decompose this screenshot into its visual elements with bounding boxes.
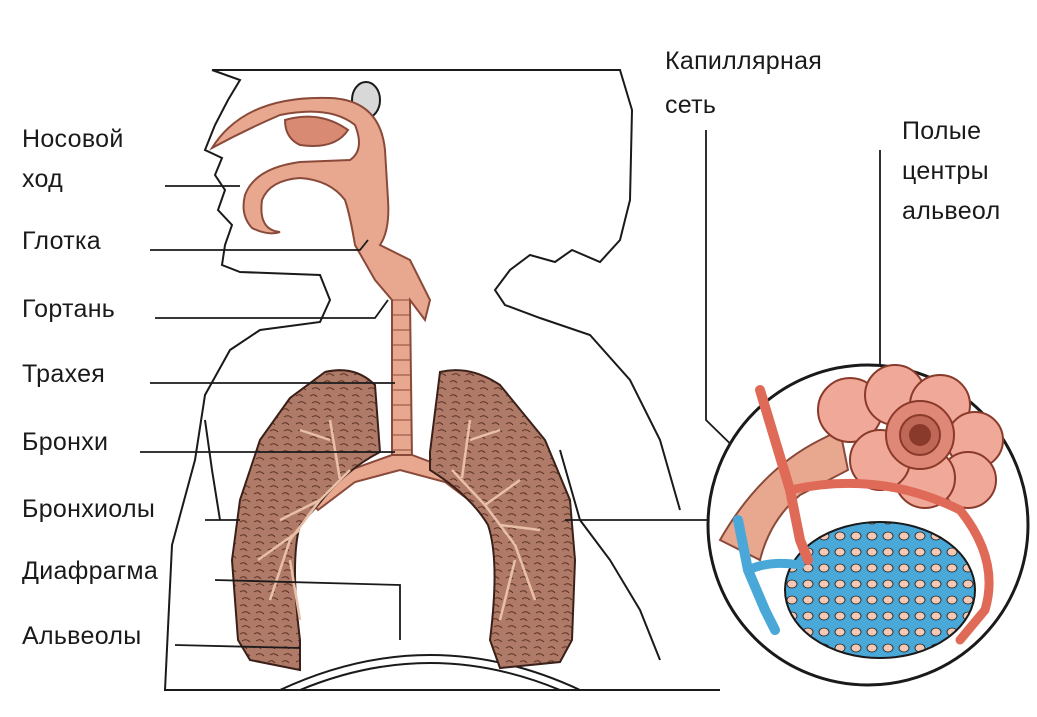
right-lung — [430, 370, 575, 668]
label-capillary-line2: сеть — [665, 90, 716, 120]
label-nasal-passage-line2: ход — [22, 164, 63, 194]
label-bronchi: Бронхи — [22, 427, 108, 457]
label-diaphragm: Диафрагма — [22, 556, 158, 586]
label-pharynx: Глотка — [22, 226, 101, 256]
label-trachea: Трахея — [22, 359, 105, 389]
label-hollow-centers-line3: альвеол — [902, 196, 1000, 226]
label-capillary-line1: Капиллярная — [665, 46, 822, 76]
alveoli-magnified — [708, 365, 1028, 685]
label-alveoli: Альвеолы — [22, 621, 142, 651]
label-nasal-passage-line1: Носовой — [22, 124, 124, 154]
label-bronchioles: Бронхиолы — [22, 494, 155, 524]
label-hollow-centers-line2: центры — [902, 156, 989, 186]
label-hollow-centers-line1: Полые — [902, 116, 981, 146]
label-larynx: Гортань — [22, 294, 115, 324]
